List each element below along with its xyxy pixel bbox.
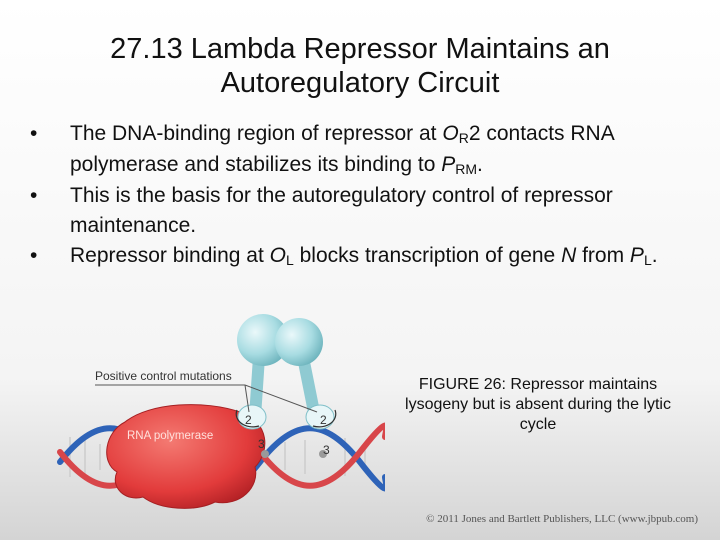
site-number: 3	[258, 437, 265, 451]
bullet-list: The DNA-binding region of repressor at O…	[30, 119, 710, 272]
positive-control-label: Positive control mutations	[95, 369, 232, 383]
rna-polymerase-shape	[106, 404, 266, 509]
title-line-2: Autoregulatory Circuit	[220, 67, 500, 99]
repressor-domain	[275, 318, 323, 366]
slide-title: 27.13 Lambda Repressor Maintains an Auto…	[60, 32, 660, 100]
copyright-notice: © 2011 Jones and Bartlett Publishers, LL…	[426, 513, 698, 525]
mutation-pointer	[95, 384, 318, 413]
bullet-item: The DNA-binding region of repressor at O…	[30, 119, 710, 181]
bullet-item: This is the basis for the autoregulatory…	[30, 181, 710, 241]
site-number: 2	[245, 413, 252, 427]
repressor-dimer: 2 3 2 3	[235, 314, 337, 458]
site-number: 3	[323, 443, 330, 457]
repressor-figure: RNA polymerase 2 3 2 3 Positive control …	[57, 314, 385, 509]
repressor-domain	[237, 314, 289, 366]
bullet-item: Repressor binding at OL blocks transcrip…	[30, 241, 710, 272]
title-line-1: 27.13 Lambda Repressor Maintains an	[110, 33, 610, 65]
rna-polymerase-label: RNA polymerase	[127, 430, 213, 442]
site-number: 2	[320, 413, 327, 427]
figure-caption: FIGURE 26: Repressor maintains lysogeny …	[405, 376, 671, 433]
